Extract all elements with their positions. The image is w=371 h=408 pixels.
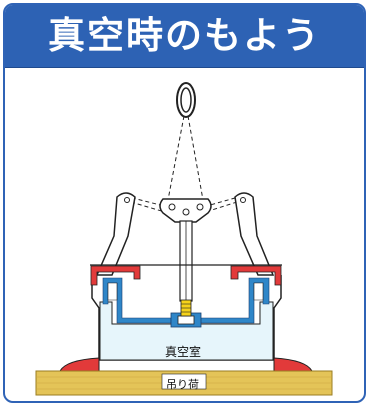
right-upper-seal	[230, 265, 282, 286]
title-bar: 真空時のもよう	[5, 5, 364, 68]
right-lip-seal	[273, 357, 313, 372]
hanger-plate	[159, 198, 212, 223]
left-lip-seal	[59, 357, 100, 372]
right-lever-arm	[234, 192, 275, 276]
page-title: 真空時のもよう	[48, 14, 321, 57]
lifting-ring	[176, 82, 196, 118]
left-upper-seal	[90, 265, 141, 286]
left-vacuum-channel	[102, 277, 172, 324]
vacuum-chamber-label: 真空室	[165, 345, 202, 359]
left-lever-arm	[95, 192, 136, 276]
right-vacuum-channel	[199, 277, 270, 324]
load-label: 吊り荷	[166, 378, 199, 391]
vacuum-chamber	[99, 301, 274, 361]
